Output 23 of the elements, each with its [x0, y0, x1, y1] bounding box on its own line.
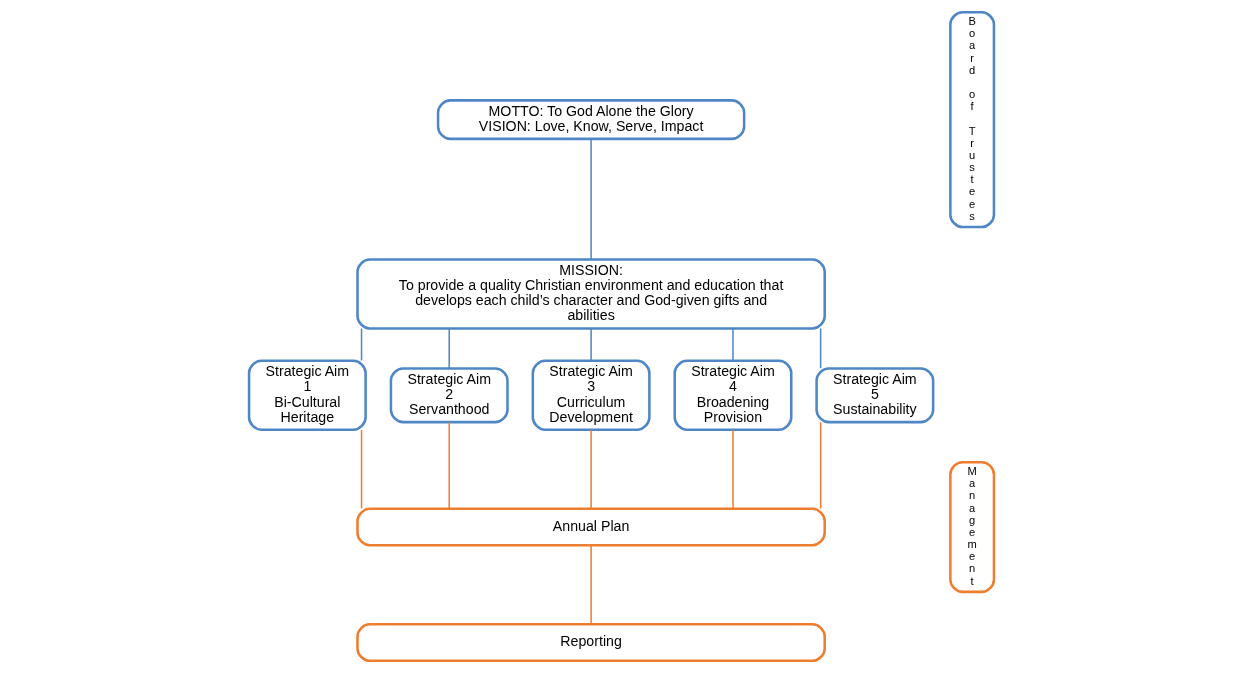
node-box: Strategic Aim 4 Broadening Provision — [673, 359, 793, 431]
connector — [819, 327, 822, 369]
connector — [360, 429, 363, 510]
node-box: Strategic Aim 1 Bi-Cultural Heritage — [247, 359, 367, 431]
node-box: MOTTO: To God Alone the Glory VISION: Love, Know, Serve, Impact — [436, 99, 746, 141]
connector — [732, 429, 734, 510]
connector — [590, 544, 592, 625]
node-box: Annual Plan — [356, 507, 826, 547]
node-box: Strategic Aim 5 Sustainability — [815, 367, 935, 424]
node-box: Management — [949, 460, 996, 594]
connector — [819, 421, 822, 510]
node-box: MISSION: To provide a quality Christian environment and education that develops each child’s character and God-given gifts and abilities — [356, 258, 826, 330]
node-box: Strategic Aim 2 Servanthood — [389, 367, 509, 424]
node-box: Reporting — [356, 623, 826, 663]
connector — [448, 421, 450, 510]
node-box: Board of Trustees — [949, 10, 996, 229]
connector — [732, 327, 734, 362]
connector — [360, 327, 363, 362]
connector — [590, 327, 592, 362]
connector — [448, 327, 450, 369]
connector — [590, 429, 592, 510]
node-box: Strategic Aim 3 Curriculum Development — [531, 359, 651, 431]
connector — [590, 138, 592, 260]
